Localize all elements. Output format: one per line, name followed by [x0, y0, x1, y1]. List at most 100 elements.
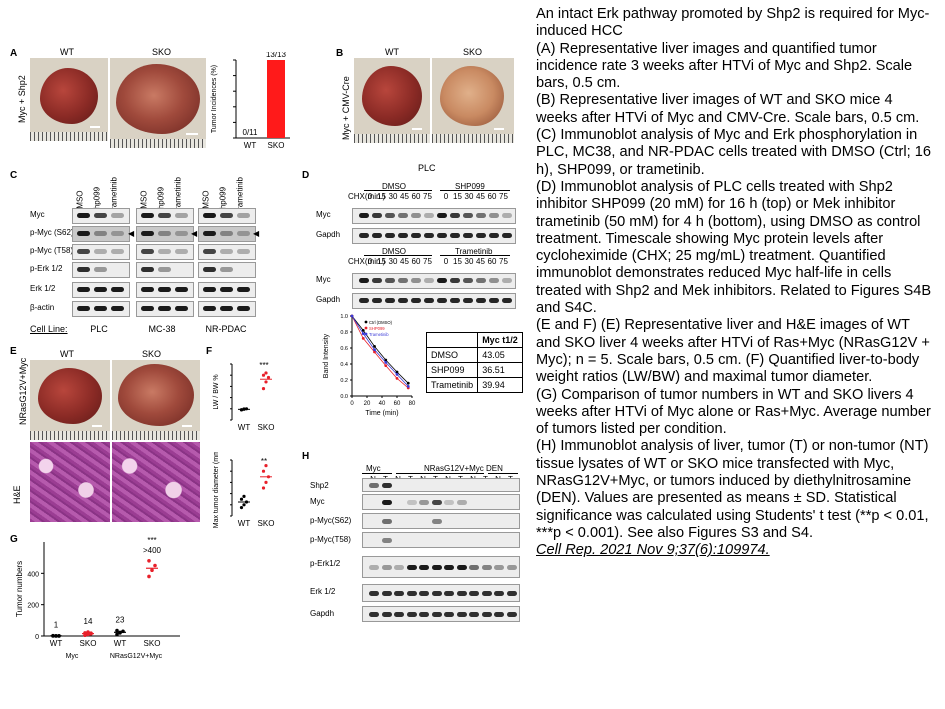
data-point [264, 464, 268, 468]
caption-paragraph: (G) Comparison of tumor numbers in WT an… [536, 386, 931, 438]
band [372, 213, 382, 218]
blot-row-label: Myc [30, 210, 45, 219]
band [406, 590, 417, 596]
group-label: Myc [66, 653, 79, 660]
data-point [86, 630, 90, 634]
data-point [395, 377, 399, 380]
data-point [264, 371, 268, 375]
blot-row-label: β-actin [30, 303, 55, 312]
band [502, 233, 512, 238]
time-label: 75 [423, 192, 432, 201]
treatment-label: Trametinib [455, 247, 493, 256]
table-header: Myc t1/2 [477, 332, 523, 348]
significance-marker: *** [259, 361, 268, 370]
citation-link[interactable]: Cell Rep. 2021 Nov 9;37(6):109974. [536, 542, 770, 559]
x-tick-label: WT [114, 639, 127, 648]
band [450, 298, 460, 303]
band [489, 298, 499, 303]
band [158, 213, 171, 218]
legend-marker [364, 326, 368, 330]
blot-row-label: p-Erk1/2 [310, 559, 341, 568]
panel-letter: H [302, 451, 310, 462]
figure-caption: An intact Erk pathway promoted by Shp2 i… [536, 6, 936, 560]
band [431, 564, 442, 570]
sko-label: SKO [142, 349, 162, 359]
data-point [395, 370, 399, 374]
band [94, 287, 107, 292]
band [506, 564, 517, 570]
band [237, 287, 250, 292]
band [419, 564, 429, 570]
legend-entry: Ctrl (DMSO) [369, 320, 393, 325]
group-label: NRasG12V+Myc [424, 464, 484, 473]
band [489, 213, 499, 218]
band [385, 298, 395, 303]
band [359, 298, 369, 303]
y-tick-label: 0.6 [340, 346, 348, 352]
blot-row-label: Gapdh [316, 295, 341, 304]
band [424, 233, 434, 238]
band [476, 278, 486, 283]
data-point [150, 568, 154, 572]
band [381, 518, 392, 524]
panel-letter: B [336, 48, 344, 59]
band [463, 213, 473, 218]
data-point [361, 337, 365, 340]
band [158, 306, 171, 311]
band [385, 213, 395, 218]
blot-strip [352, 208, 516, 224]
band [494, 564, 504, 570]
band [220, 306, 233, 311]
x-tick-label: WT [238, 519, 251, 528]
y-tick-label: 400 [27, 571, 39, 578]
y-axis-label: Tumor Incidences (%) [211, 65, 218, 133]
time-label: 15 [377, 257, 386, 266]
blot-strip [362, 513, 520, 529]
arrowhead-icon: ◀ [191, 229, 198, 238]
band [237, 249, 250, 254]
band [369, 482, 379, 488]
band [437, 233, 447, 238]
band [419, 499, 429, 505]
band [220, 249, 233, 254]
blot-strip [136, 244, 194, 260]
band [444, 590, 454, 596]
band [203, 306, 216, 311]
time-label: 30 [464, 192, 474, 201]
band [175, 287, 188, 292]
time-label: 0 [443, 192, 449, 201]
liver-photo-sko [110, 58, 206, 148]
band [94, 267, 107, 272]
time-label: 75 [423, 257, 432, 266]
treatment-label: SHP099 [455, 182, 485, 191]
blot-strip [198, 226, 256, 242]
x-tick-label: WT [50, 639, 63, 648]
data-point [395, 373, 399, 376]
band [372, 298, 382, 303]
band [444, 564, 454, 570]
data-label: 0/11 [243, 128, 259, 137]
x-tick-label: WT [244, 141, 257, 150]
liver-photo-wt [30, 360, 110, 440]
group-label: NRasG12V+Myc [110, 653, 163, 660]
band [220, 231, 233, 236]
band [220, 267, 233, 272]
legend-entry: Trametinib [369, 332, 389, 337]
legend-marker [364, 332, 368, 336]
band [77, 267, 90, 272]
band [175, 249, 188, 254]
band [437, 298, 447, 303]
cell-line-label: Cell Line: [30, 324, 68, 334]
liver-photo-sko [112, 360, 200, 440]
data-point [384, 361, 388, 364]
blot-strip [72, 208, 130, 224]
y-tick-label: 0.0 [340, 394, 348, 400]
bracket-line [396, 473, 484, 474]
bar [267, 60, 285, 138]
band [424, 278, 434, 283]
blot-strip [198, 301, 256, 317]
